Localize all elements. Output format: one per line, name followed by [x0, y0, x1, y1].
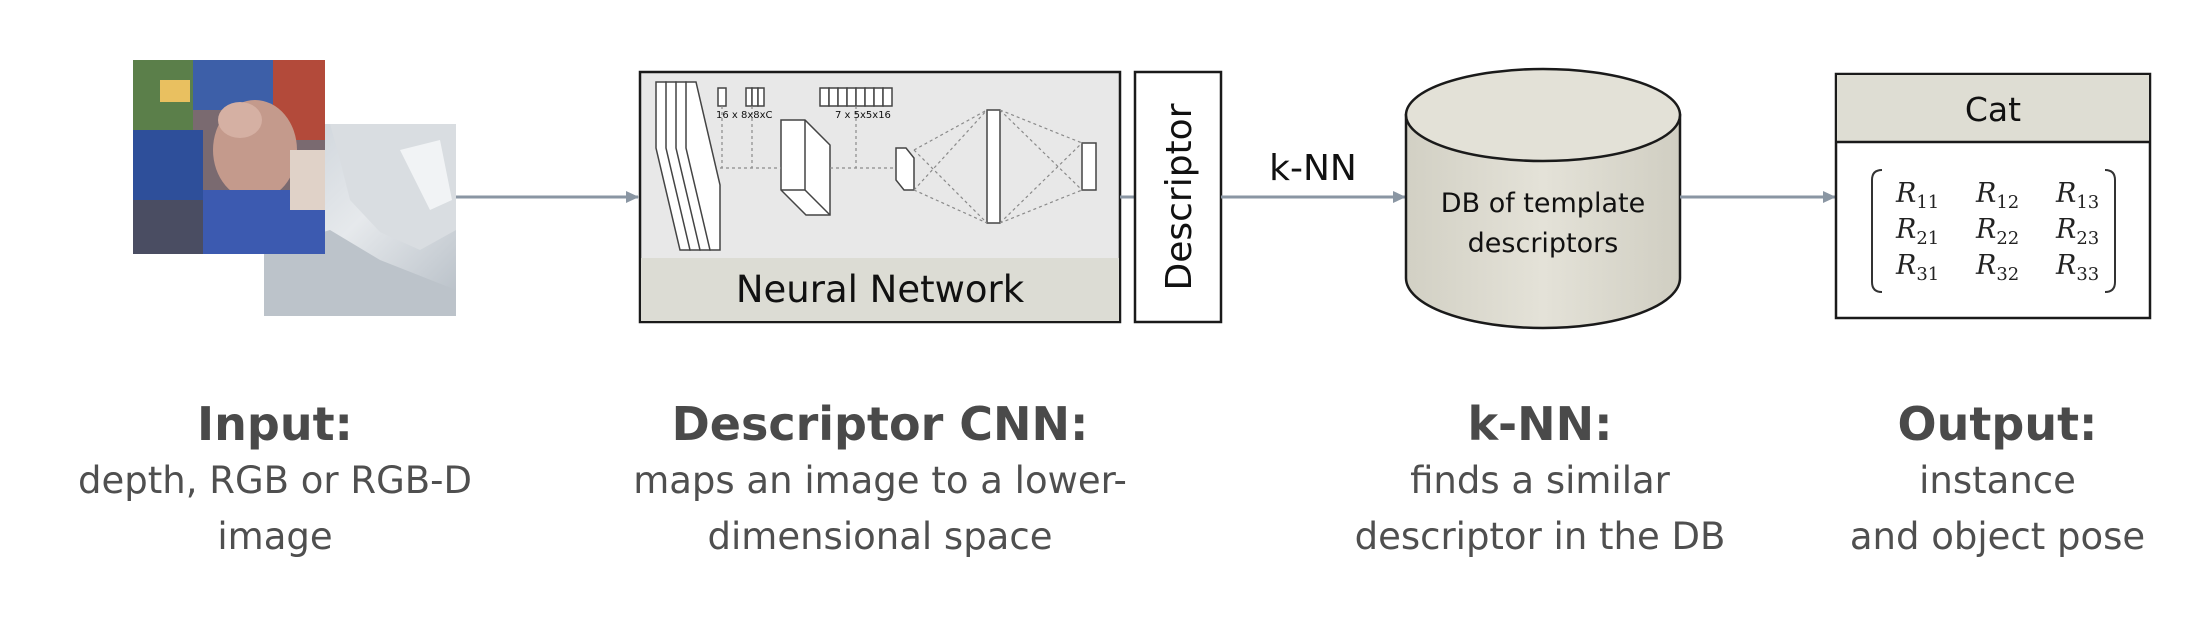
matrix-cell: R33 [2055, 250, 2099, 285]
caption-descriptor-cnn-line2: dimensional space [707, 515, 1053, 558]
caption-knn-line2: descriptor in the DB [1354, 515, 1726, 558]
output-header-label: Cat [1965, 90, 2021, 129]
matrix-cell: R31 [1895, 250, 1939, 285]
network-label-band [641, 258, 1119, 321]
matrix-cell: R12 [1975, 178, 2019, 213]
db-label-line2: descriptors [1468, 228, 1619, 259]
caption-input: Input: depth, RGB or RGB-D image [20, 395, 530, 565]
matrix-cell: R11 [1895, 178, 1939, 213]
input-images [133, 60, 456, 316]
db-label-line1: DB of template [1441, 188, 1645, 219]
rgb-image [133, 60, 325, 254]
cnn-layers-illustration [655, 81, 1097, 251]
network-label: Neural Network [736, 268, 1025, 311]
depth-image [264, 124, 456, 316]
caption-descriptor-cnn-line1: maps an image to a lower- [633, 459, 1127, 502]
caption-output-line1: instance [1919, 459, 2076, 502]
caption-input-line1: depth, RGB or RGB-D [78, 459, 472, 502]
caption-output: Output: instance and object pose [1820, 395, 2175, 565]
descriptor-label: Descriptor [1159, 103, 1200, 290]
caption-output-line2: and object pose [1849, 515, 2146, 558]
caption-output-title: Output: [1897, 397, 2098, 451]
caption-knn-title: k-NN: [1467, 397, 1613, 451]
layer-dim-label-2: 7 x 5x5x16 [835, 110, 891, 121]
caption-input-title: Input: [197, 397, 353, 451]
matrix-cell: R32 [1975, 250, 2019, 285]
neural-network-box: 16 x 8x8xC 7 x 5x5x16 Neural Network [638, 70, 1122, 324]
caption-knn-line1: finds a similar [1410, 459, 1670, 502]
database-cylinder: DB of template descriptors [1404, 67, 1682, 330]
matrix-right-bracket [2104, 169, 2116, 293]
caption-descriptor-cnn: Descriptor CNN: maps an image to a lower… [620, 395, 1140, 565]
output-header [1837, 75, 2149, 142]
descriptor-box: Descriptor [1133, 70, 1223, 324]
knn-arrow-label: k-NN [1269, 148, 1357, 189]
matrix-cell: R13 [2055, 178, 2099, 213]
matrix-cell: R21 [1895, 214, 1939, 249]
caption-input-line2: image [217, 515, 333, 558]
matrix-cell: R22 [1975, 214, 2019, 249]
caption-knn: k-NN: finds a similar descriptor in the … [1320, 395, 1760, 565]
matrix-left-bracket [1871, 169, 1883, 293]
matrix-cell: R23 [2055, 214, 2099, 249]
layer-dim-label-1: 16 x 8x8xC [716, 110, 773, 121]
cnn-connections [720, 106, 1083, 224]
caption-descriptor-cnn-title: Descriptor CNN: [671, 397, 1089, 451]
